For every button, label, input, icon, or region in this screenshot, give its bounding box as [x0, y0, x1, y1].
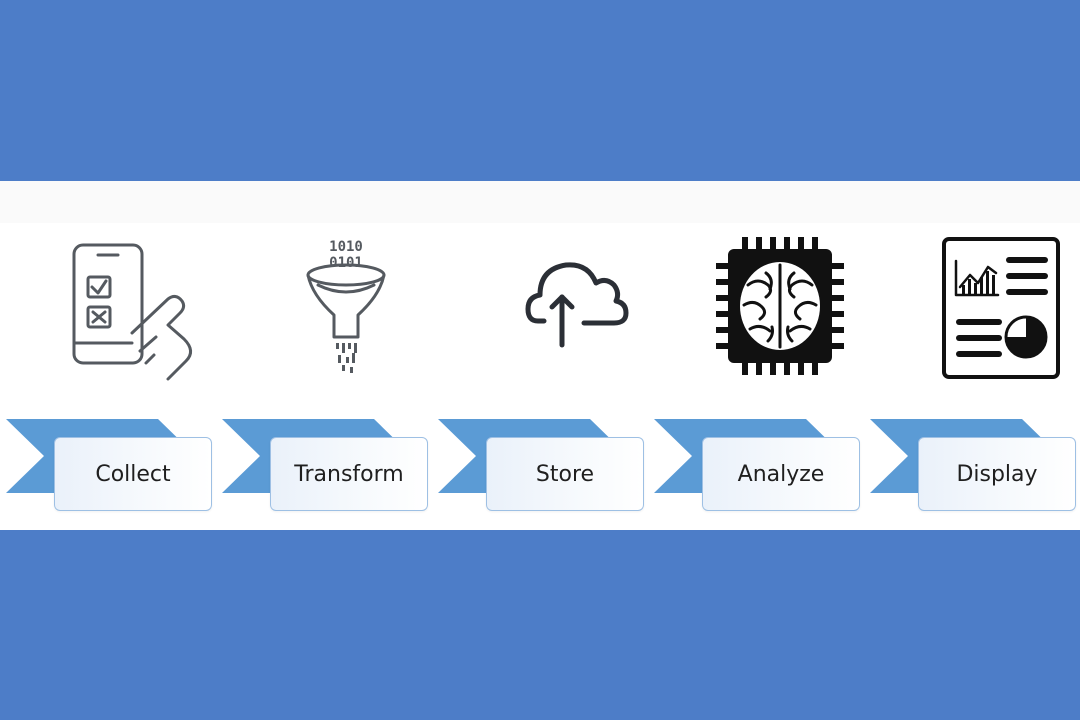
band-top-strip — [0, 181, 1080, 223]
cloud-upload-icon — [432, 233, 648, 383]
smartphone-checklist-icon — [0, 233, 216, 383]
stage-store: Store — [432, 181, 648, 530]
stage-analyze: Analyze — [648, 181, 864, 530]
stage-label-transform: Transform — [270, 437, 428, 511]
stage-display: Display — [864, 181, 1080, 530]
svg-text:1010: 1010 — [329, 239, 363, 255]
stage-collect: Collect — [0, 181, 216, 530]
funnel-binary-icon: 1010 0101 — [216, 233, 432, 383]
stage-label-analyze: Analyze — [702, 437, 860, 511]
stage-label-collect: Collect — [54, 437, 212, 511]
stage-label-display: Display — [918, 437, 1076, 511]
stage-label-store: Store — [486, 437, 644, 511]
report-dashboard-icon — [864, 233, 1080, 383]
svg-text:0101: 0101 — [329, 255, 363, 271]
brain-chip-icon — [648, 233, 864, 383]
pipeline-band: Collect 1010 0101 — [0, 181, 1080, 530]
stage-transform: 1010 0101 — [216, 181, 432, 530]
